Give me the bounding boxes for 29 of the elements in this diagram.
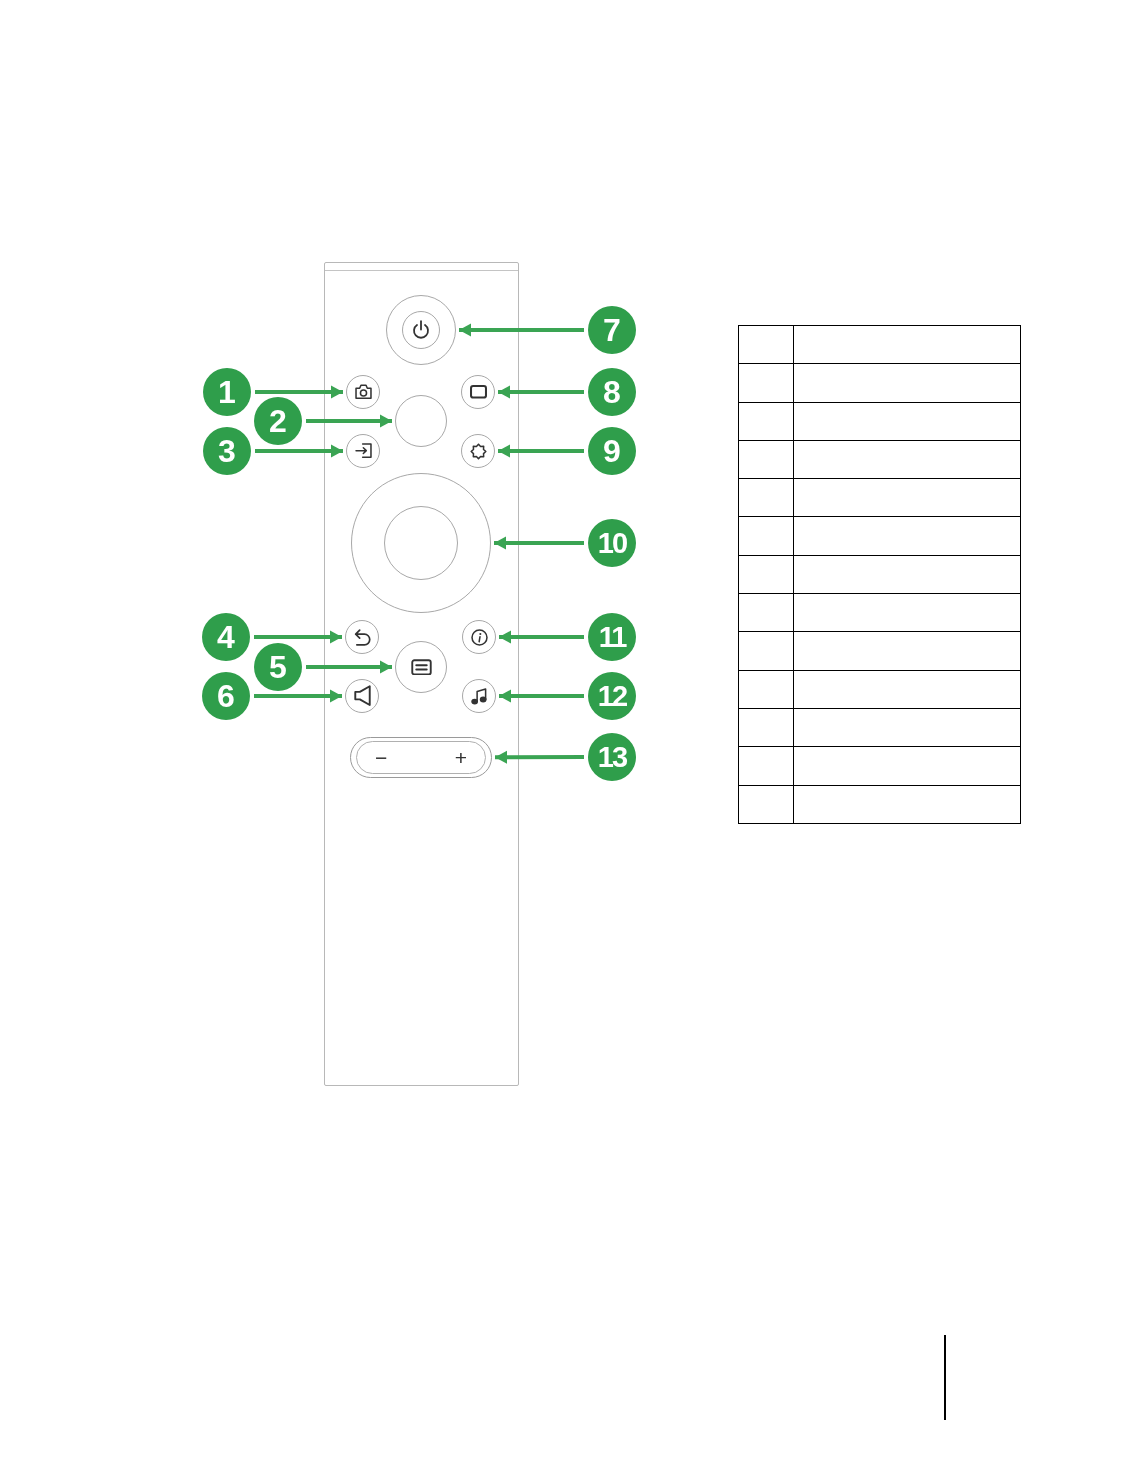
arrow: [498, 444, 584, 458]
arrow: [499, 689, 584, 703]
arrow: [499, 630, 584, 644]
arrow: [254, 630, 342, 644]
arrow: [495, 750, 584, 764]
callout-number: 6: [202, 672, 250, 720]
arrow: [498, 385, 584, 399]
callout-number: 2: [254, 397, 302, 445]
callout-number: 7: [588, 306, 636, 354]
arrow: [255, 444, 343, 458]
arrow: [306, 660, 392, 674]
arrow: [494, 536, 584, 550]
callout-number: 12: [588, 672, 636, 720]
callout-number: 3: [203, 427, 251, 475]
callout-number: 11: [588, 613, 636, 661]
arrow: [254, 689, 342, 703]
arrow: [255, 385, 343, 399]
callout-number: 9: [588, 427, 636, 475]
minus-sign: −: [375, 747, 388, 768]
volume-rocker: [350, 737, 492, 778]
arrow: [306, 414, 392, 428]
callout-number: 4: [202, 613, 250, 661]
callout-number: 10: [588, 519, 636, 567]
callout-number: 13: [588, 733, 636, 781]
plus-sign: +: [454, 747, 467, 768]
callout-number: 5: [254, 643, 302, 691]
arrow: [459, 323, 584, 337]
callout-number: 8: [588, 368, 636, 416]
callout-number: 1: [203, 368, 251, 416]
